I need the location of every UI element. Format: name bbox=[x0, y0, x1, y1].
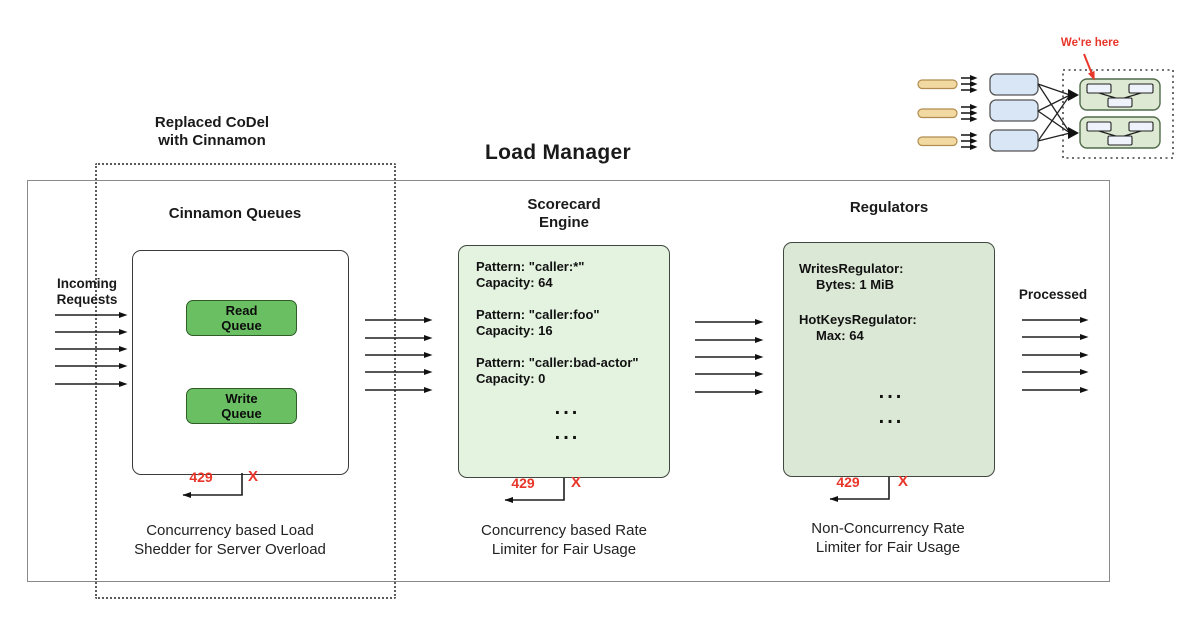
scorecard-engine-box: Pattern: "caller:*" Capacity: 64 Pattern… bbox=[458, 245, 670, 478]
write-queue: Write Queue bbox=[186, 388, 297, 424]
context-mini-diagram bbox=[917, 53, 1174, 159]
capacity-line: Capacity: 0 bbox=[476, 370, 546, 386]
fanout-arrowhead bbox=[1068, 89, 1079, 101]
were-here-arrow-icon bbox=[1083, 53, 1095, 81]
fanout-arrowhead bbox=[1068, 127, 1079, 139]
incoming-requests-label: Incoming Requests bbox=[56, 276, 118, 307]
page-title: Load Manager bbox=[485, 141, 631, 164]
regulators-caption: Non-Concurrency Rate Limiter for Fair Us… bbox=[811, 520, 965, 556]
flow-arrows-icon bbox=[695, 319, 764, 395]
client-pill bbox=[917, 136, 958, 147]
reject-429-label: 429 bbox=[836, 474, 860, 490]
capacity-line: Capacity: 16 bbox=[476, 322, 553, 338]
read-queue: Read Queue bbox=[186, 300, 297, 336]
frontend-node bbox=[989, 99, 1039, 122]
scorecard-entry: Pattern: "caller:bad-actor" Capacity: 0 bbox=[476, 355, 659, 386]
reject-x-mark: X bbox=[571, 474, 582, 491]
frontend-node bbox=[989, 129, 1039, 152]
regulator-value: Max: 64 bbox=[816, 327, 864, 343]
scorecard-engine-title: Scorecard Engine bbox=[527, 196, 601, 231]
flow-arrows-icon bbox=[365, 317, 433, 393]
db-cylinder-icon bbox=[1086, 121, 1154, 146]
reject-x-mark: X bbox=[898, 473, 909, 490]
reject-arrow-icon bbox=[504, 478, 565, 503]
reject-429-label: 429 bbox=[189, 469, 213, 485]
regulator-value: Bytes: 1 MiB bbox=[816, 276, 895, 292]
scorecard-entry: Pattern: "caller:*" Capacity: 64 bbox=[476, 259, 659, 290]
cinnamon-queues-title: Cinnamon Queues bbox=[168, 205, 302, 222]
fanout-links bbox=[1037, 83, 1071, 142]
client-pill bbox=[917, 108, 958, 119]
cinnamon-queues-box bbox=[132, 250, 349, 475]
reject-arrow-icon bbox=[182, 473, 243, 498]
replaced-codel-annotation: Replaced CoDel with Cinnamon bbox=[154, 114, 270, 149]
cinnamon-dashed-outline bbox=[95, 163, 396, 599]
load-manager-box bbox=[27, 180, 1110, 582]
regulator-name: WritesRegulator: bbox=[799, 261, 904, 276]
reject-arrow-icon bbox=[829, 477, 890, 502]
pattern-line: Pattern: "caller:bad-actor" bbox=[476, 355, 639, 370]
client-pill bbox=[917, 79, 958, 90]
capacity-line: Capacity: 64 bbox=[476, 274, 553, 290]
backend-node bbox=[1079, 78, 1161, 111]
cinnamon-caption: Concurrency based Load Shedder for Serve… bbox=[134, 522, 326, 558]
scorecard-entry: Pattern: "caller:foo" Capacity: 16 bbox=[476, 307, 659, 338]
regulator-entry: HotKeysRegulator: Max: 64 bbox=[799, 312, 984, 343]
ellipsis: ... bbox=[554, 397, 581, 419]
processed-arrows-icon bbox=[1022, 317, 1089, 393]
reject-x-mark: X bbox=[248, 468, 259, 485]
db-cylinder-icon bbox=[1086, 83, 1154, 108]
ellipsis: ... bbox=[554, 422, 581, 444]
focus-dotted-outline bbox=[1062, 69, 1174, 159]
request-arrows-icon bbox=[961, 75, 978, 150]
regulators-title: Regulators bbox=[849, 199, 929, 216]
backend-node bbox=[1079, 116, 1161, 149]
incoming-arrows-icon bbox=[55, 312, 128, 387]
reject-429-label: 429 bbox=[511, 475, 535, 491]
regulators-box: WritesRegulator: Bytes: 1 MiB HotKeysReg… bbox=[783, 242, 995, 477]
regulator-entry: WritesRegulator: Bytes: 1 MiB bbox=[799, 261, 984, 292]
processed-label: Processed bbox=[1018, 287, 1088, 302]
regulator-name: HotKeysRegulator: bbox=[799, 312, 917, 327]
frontend-node bbox=[989, 73, 1039, 96]
ellipsis: ... bbox=[878, 381, 905, 403]
ellipsis: ... bbox=[878, 406, 905, 428]
were-here-label: We're here bbox=[1060, 37, 1120, 49]
scorecard-caption: Concurrency based Rate Limiter for Fair … bbox=[481, 522, 647, 558]
pattern-line: Pattern: "caller:*" bbox=[476, 259, 585, 274]
pattern-line: Pattern: "caller:foo" bbox=[476, 307, 600, 322]
